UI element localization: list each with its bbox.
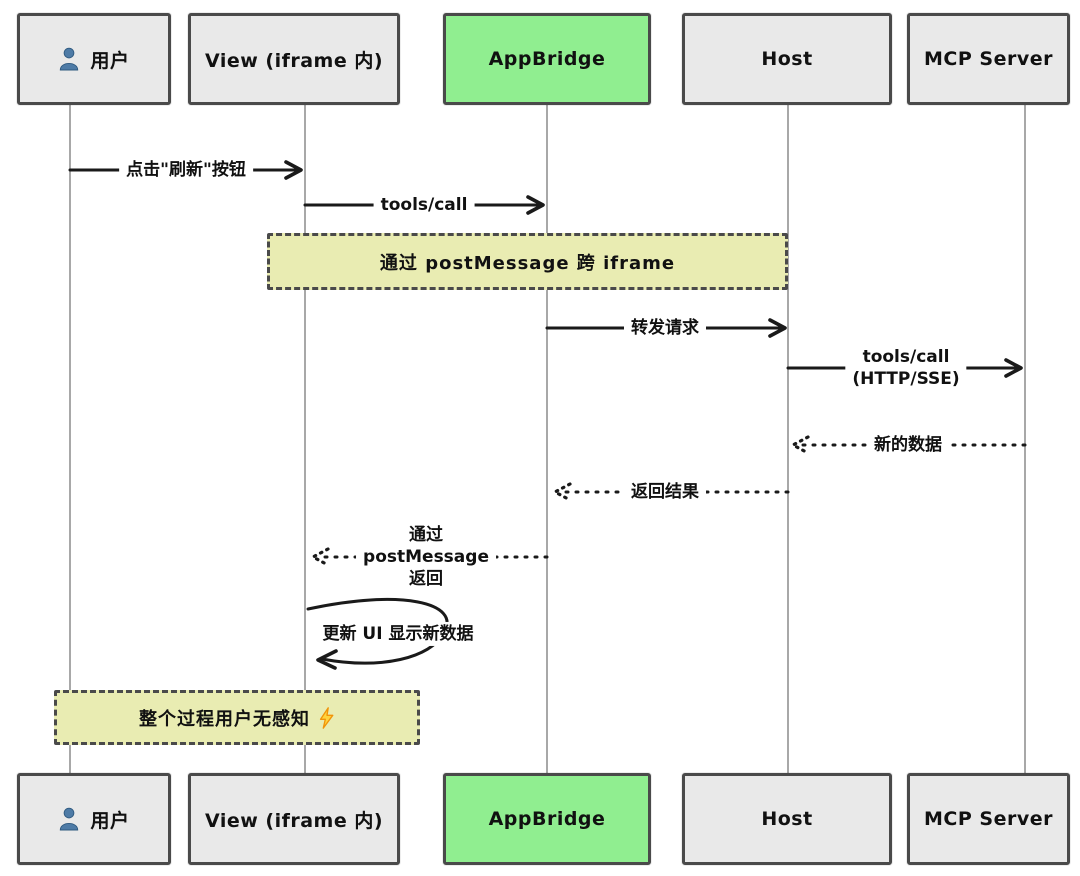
actor-label: Host xyxy=(761,808,813,830)
message-label-new-data: 新的数据 xyxy=(867,432,949,458)
message-label-tools-call-http-sse: tools/call (HTTP/SSE) xyxy=(845,344,967,392)
note-user-unaware: 整个过程用户无感知 xyxy=(54,690,420,745)
actor-label: MCP Server xyxy=(924,808,1053,830)
actor-view-top: View (iframe 内) xyxy=(188,13,400,105)
actor-user-top: 用户 xyxy=(17,13,171,105)
message-label-click-refresh: 点击"刷新"按钮 xyxy=(119,157,253,183)
message-label-forward-request: 转发请求 xyxy=(624,315,706,341)
actor-host-top: Host xyxy=(682,13,892,105)
actor-label: View (iframe 内) xyxy=(204,49,384,72)
actor-view-bottom: View (iframe 内) xyxy=(188,773,400,865)
message-label-line: 通过 xyxy=(408,524,443,545)
message-label-line: postMessage xyxy=(363,546,489,567)
note-label: 整个过程用户无感知 xyxy=(139,708,310,730)
note-postmessage-cross-iframe: 通过 postMessage 跨 iframe xyxy=(267,233,788,290)
message-label-tools-call: tools/call xyxy=(373,192,475,218)
message-label-return-result: 返回结果 xyxy=(624,479,706,505)
note-label: 通过 postMessage 跨 iframe xyxy=(379,252,676,274)
actor-host-bottom: Host xyxy=(682,773,892,865)
lightning-icon xyxy=(319,706,334,729)
actor-mcp-server-top: MCP Server xyxy=(907,13,1070,105)
actor-user-bottom: 用户 xyxy=(17,773,171,865)
message-label-update-ui: 更新 UI 显示新数据 xyxy=(315,621,481,647)
actor-label: MCP Server xyxy=(924,48,1053,70)
message-label-line: (HTTP/SSE) xyxy=(852,369,960,389)
message-label-postmessage-return: 通过 postMessage 返回 xyxy=(356,522,496,592)
actor-label: 用户 xyxy=(90,809,130,832)
actor-mcp-server-bottom: MCP Server xyxy=(907,773,1070,865)
user-icon xyxy=(60,47,79,71)
actor-appbridge-top: AppBridge xyxy=(443,13,651,105)
user-icon xyxy=(60,807,79,831)
actor-label: Host xyxy=(761,48,813,70)
message-label-line: tools/call xyxy=(862,346,950,367)
actor-label: View (iframe 内) xyxy=(204,809,384,832)
actor-label: AppBridge xyxy=(488,48,606,70)
message-label-line: 返回 xyxy=(408,569,443,590)
actor-label: AppBridge xyxy=(488,808,606,830)
actor-label: 用户 xyxy=(90,49,130,72)
actor-appbridge-bottom: AppBridge xyxy=(443,773,651,865)
